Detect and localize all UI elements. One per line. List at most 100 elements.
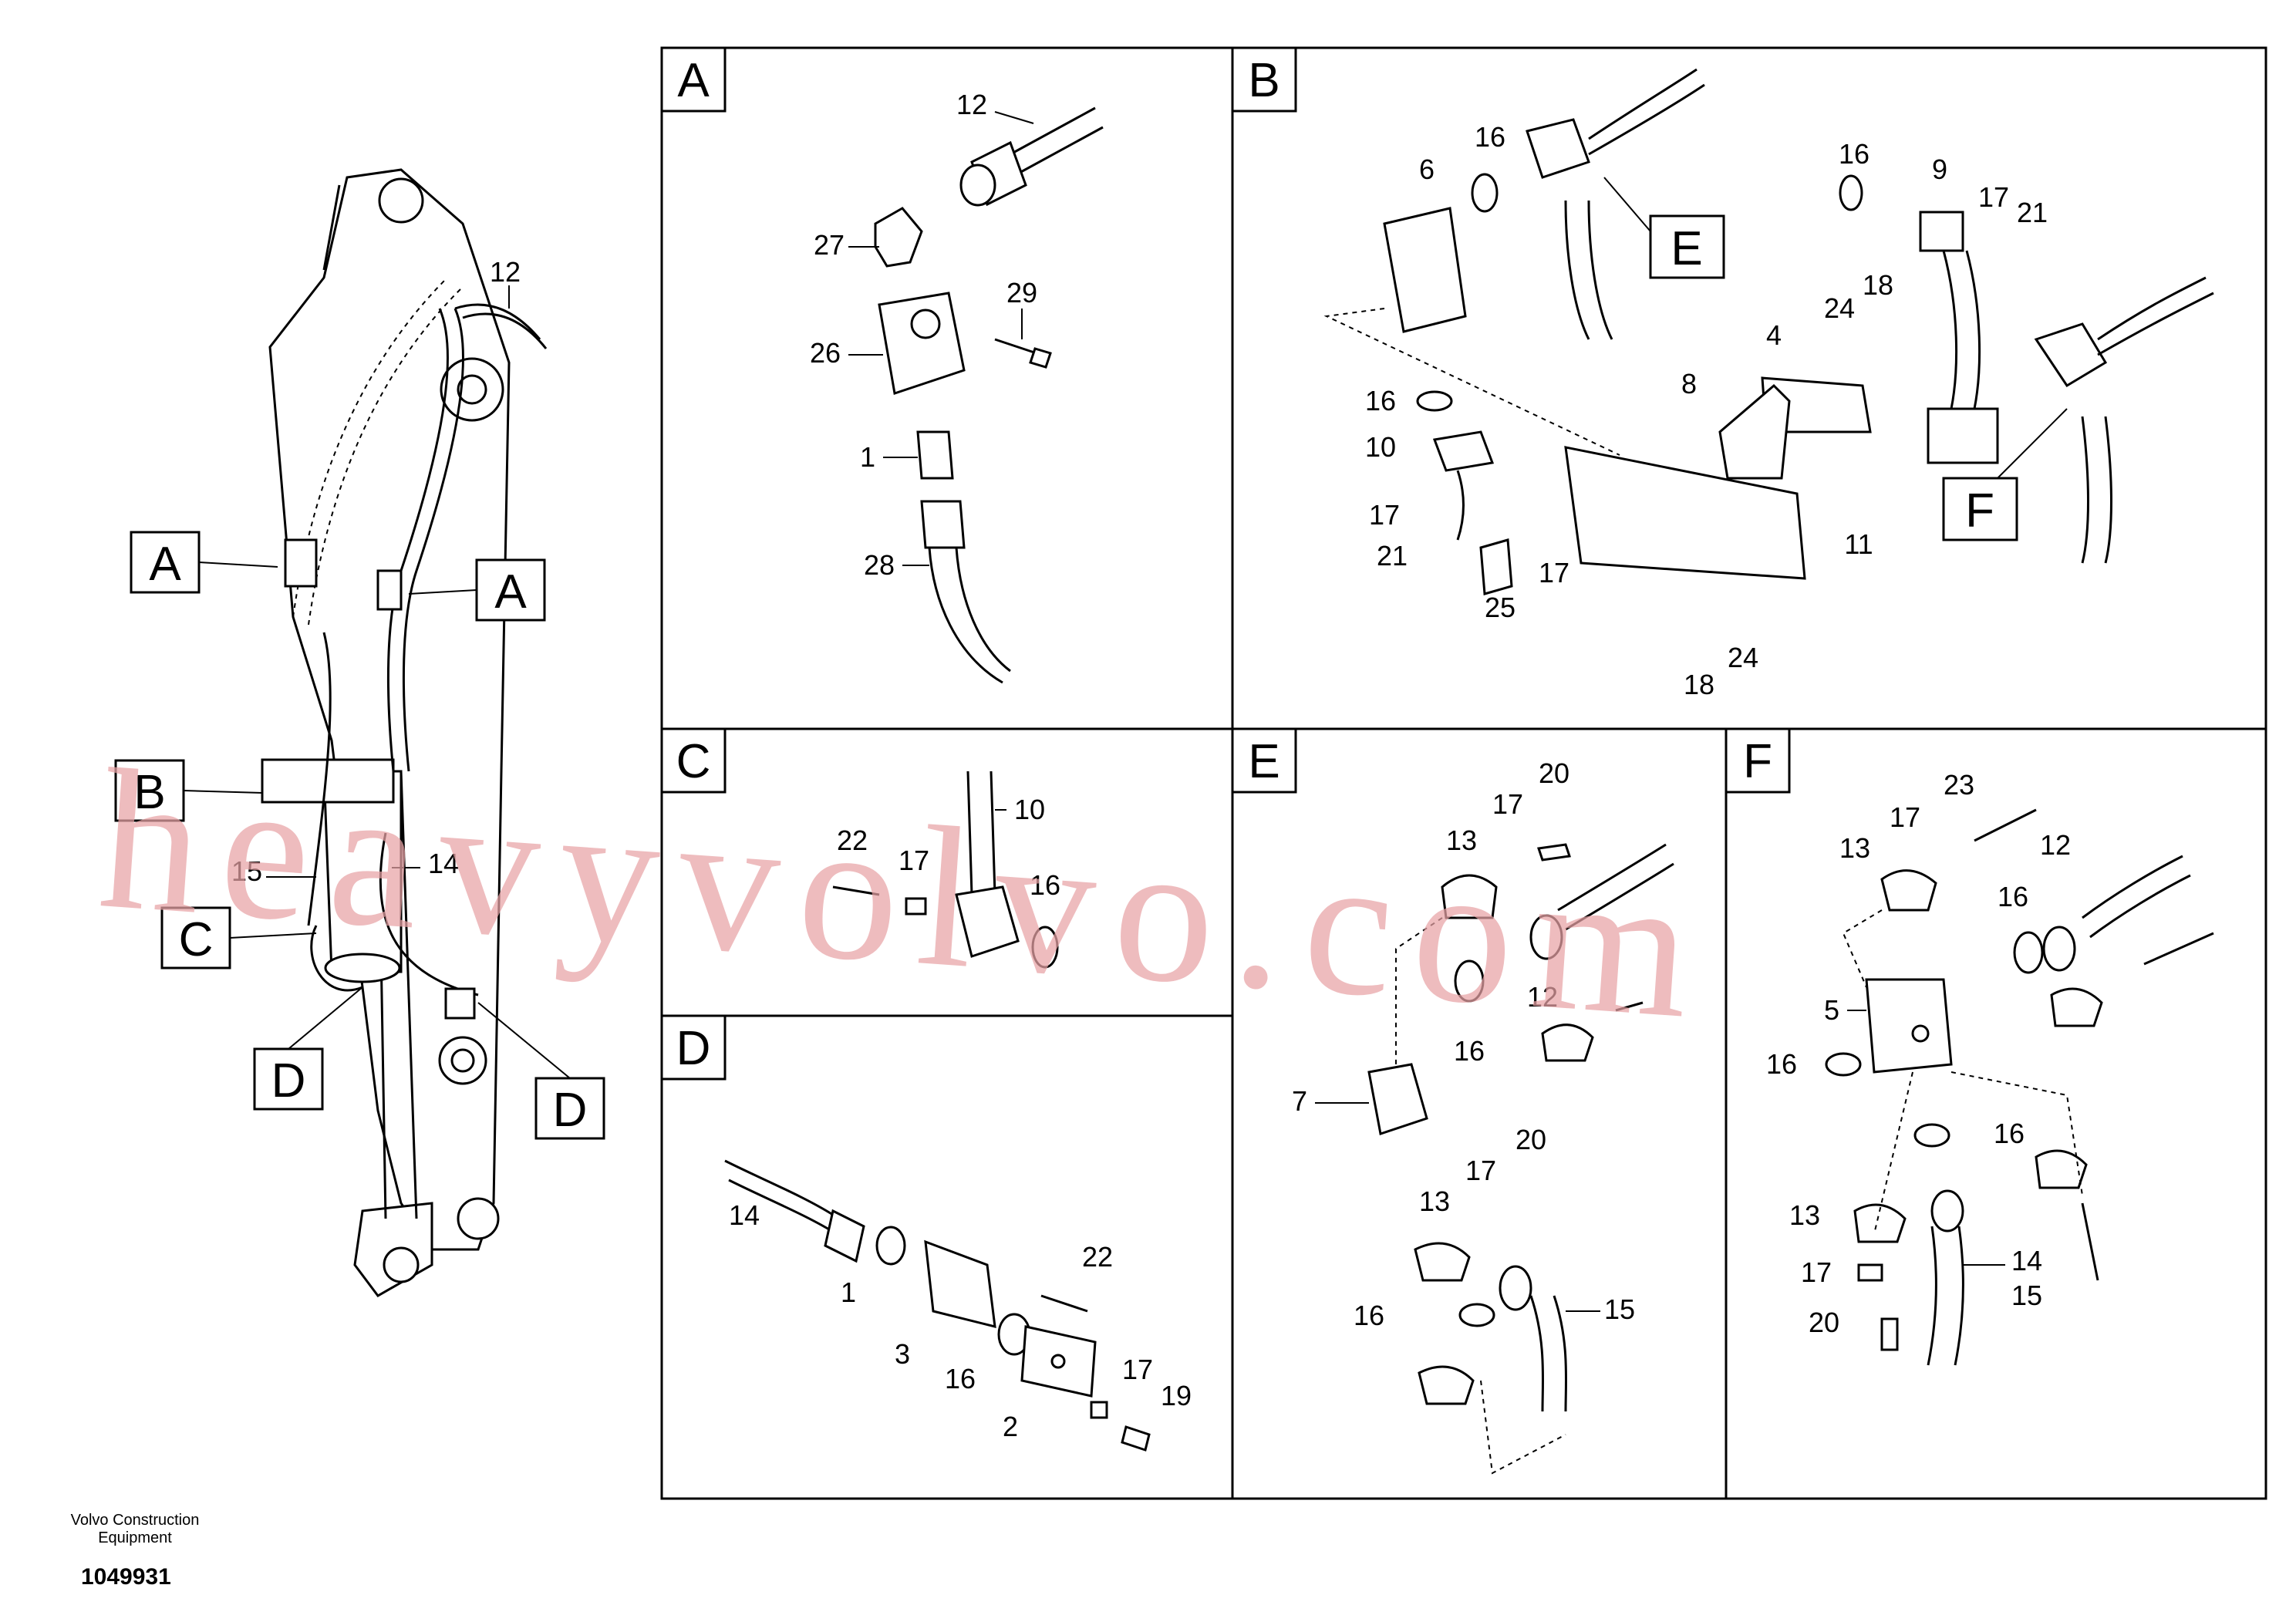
panel-a-parts: 12 27 29 26 1 28 (810, 89, 1104, 684)
b-part-4: 4 (1766, 319, 1782, 351)
f-part-17a: 17 (1890, 801, 1920, 833)
f-part-15: 15 (2011, 1280, 2042, 1311)
e-part-12: 12 (1527, 981, 1558, 1013)
callout-a-right-box (475, 558, 546, 622)
c-part-22: 22 (837, 824, 868, 856)
d-part-17: 17 (1122, 1354, 1153, 1385)
b-callout-e: E (1671, 222, 1702, 275)
b-part-17a: 17 (1978, 181, 2009, 213)
f-part-5: 5 (1824, 994, 1839, 1026)
overview-callouts: A A B C D D 12 14 15 (114, 256, 605, 1140)
b-part-18a: 18 (1863, 269, 1893, 301)
overview-label-15: 15 (231, 855, 262, 887)
panel-d-title: D (676, 1022, 711, 1075)
panel-b-title: B (1248, 54, 1279, 107)
panel-e-title: E (1248, 735, 1279, 788)
d-part-14: 14 (729, 1199, 760, 1231)
e-part-15: 15 (1604, 1293, 1635, 1325)
d-part-2: 2 (1003, 1411, 1018, 1442)
b-part-9: 9 (1932, 153, 1947, 185)
e-part-16a: 16 (1454, 1035, 1485, 1067)
a-part-29: 29 (1006, 277, 1037, 309)
f-part-13b: 13 (1789, 1199, 1820, 1231)
footer: Volvo Construction Equipment (62, 1512, 208, 1547)
f-part-23: 23 (1944, 769, 1974, 801)
e-part-17a: 17 (1492, 788, 1523, 820)
callout-a-left-box (130, 531, 201, 594)
panel-d-parts: 14 1 3 16 22 2 17 19 (724, 1159, 1192, 1452)
c-part-10: 10 (1014, 794, 1045, 825)
a-part-12: 12 (956, 89, 987, 120)
b-part-21b: 21 (1377, 540, 1408, 572)
panel-a (660, 46, 1234, 730)
d-part-22: 22 (1082, 1241, 1113, 1273)
f-part-14: 14 (2011, 1245, 2042, 1276)
b-part-25: 25 (1485, 592, 1515, 623)
f-part-20: 20 (1809, 1307, 1839, 1338)
b-part-11: 11 (1844, 528, 1873, 560)
callout-c: C (179, 913, 214, 966)
a-part-28: 28 (864, 549, 895, 581)
b-part-18b: 18 (1684, 669, 1714, 700)
b-part-16c: 16 (1365, 385, 1396, 416)
callout-a-left: A (149, 538, 181, 591)
callout-d-left-box (253, 1047, 324, 1111)
d-part-3: 3 (895, 1338, 910, 1370)
e-part-20a: 20 (1539, 757, 1569, 789)
b-callout-f: F (1965, 484, 1994, 538)
callout-c-box (160, 906, 231, 969)
b-callout-f-box (1942, 477, 2018, 541)
e-part-13a: 13 (1446, 824, 1477, 856)
b-part-8: 8 (1681, 368, 1697, 400)
d-part-1: 1 (841, 1276, 856, 1308)
b-part-16a: 16 (1475, 121, 1505, 153)
b-part-6: 6 (1419, 153, 1435, 185)
e-part-17b: 17 (1465, 1155, 1496, 1186)
e-part-13b: 13 (1419, 1185, 1450, 1217)
b-part-16b: 16 (1839, 138, 1870, 170)
f-part-13a: 13 (1839, 832, 1870, 864)
overview-label-12: 12 (490, 256, 521, 288)
c-part-17: 17 (899, 845, 929, 876)
e-part-16b: 16 (1354, 1300, 1384, 1331)
e-part-7: 7 (1292, 1085, 1307, 1117)
f-part-17b: 17 (1801, 1256, 1832, 1288)
callout-b: B (133, 766, 165, 819)
panel-c-parts: 10 22 17 16 (832, 771, 1060, 969)
company-line-2: Equipment (98, 1529, 172, 1546)
overview-label-14: 14 (428, 848, 459, 879)
f-part-12: 12 (2040, 829, 2071, 861)
company-line-1: Volvo Construction (70, 1512, 200, 1529)
a-part-1: 1 (860, 441, 875, 473)
e-part-20b: 20 (1515, 1124, 1546, 1155)
b-part-24a: 24 (1824, 292, 1855, 324)
b-callout-e-box (1649, 214, 1725, 279)
b-part-21a: 21 (2017, 197, 2048, 228)
panel-f (1725, 727, 2267, 1500)
a-part-26: 26 (810, 337, 841, 369)
d-part-16: 16 (945, 1363, 976, 1394)
b-part-10: 10 (1365, 431, 1396, 463)
c-part-16: 16 (1030, 869, 1060, 901)
b-part-24b: 24 (1728, 642, 1758, 673)
f-part-16c: 16 (1994, 1118, 2025, 1149)
arm-overview (261, 168, 548, 1297)
callout-d-right: D (553, 1084, 588, 1137)
panel-f-parts: 23 17 13 12 16 5 16 16 13 14 15 17 20 (1766, 769, 2214, 1366)
b-part-17c: 17 (1539, 557, 1569, 588)
panel-f-title: F (1743, 735, 1772, 788)
callout-b-box (114, 759, 185, 822)
a-part-27: 27 (814, 229, 845, 261)
watermark: heavyvolvo.com (93, 727, 1717, 1061)
panel-e-parts: 20 17 13 12 16 7 20 17 13 16 15 (1292, 757, 1674, 1475)
f-part-16a: 16 (1998, 881, 2028, 912)
panel-c-title: C (676, 735, 711, 788)
callout-a-right: A (494, 565, 527, 619)
panel-a-title: A (677, 54, 710, 107)
panel-b-parts: E F 16 6 16 9 17 21 18 24 4 8 16 10 17 2 (1323, 68, 2214, 700)
callout-d-left: D (271, 1054, 306, 1108)
doc-number: 1049931 (81, 1564, 171, 1590)
d-part-19: 19 (1161, 1380, 1192, 1411)
f-part-16b: 16 (1766, 1048, 1797, 1080)
